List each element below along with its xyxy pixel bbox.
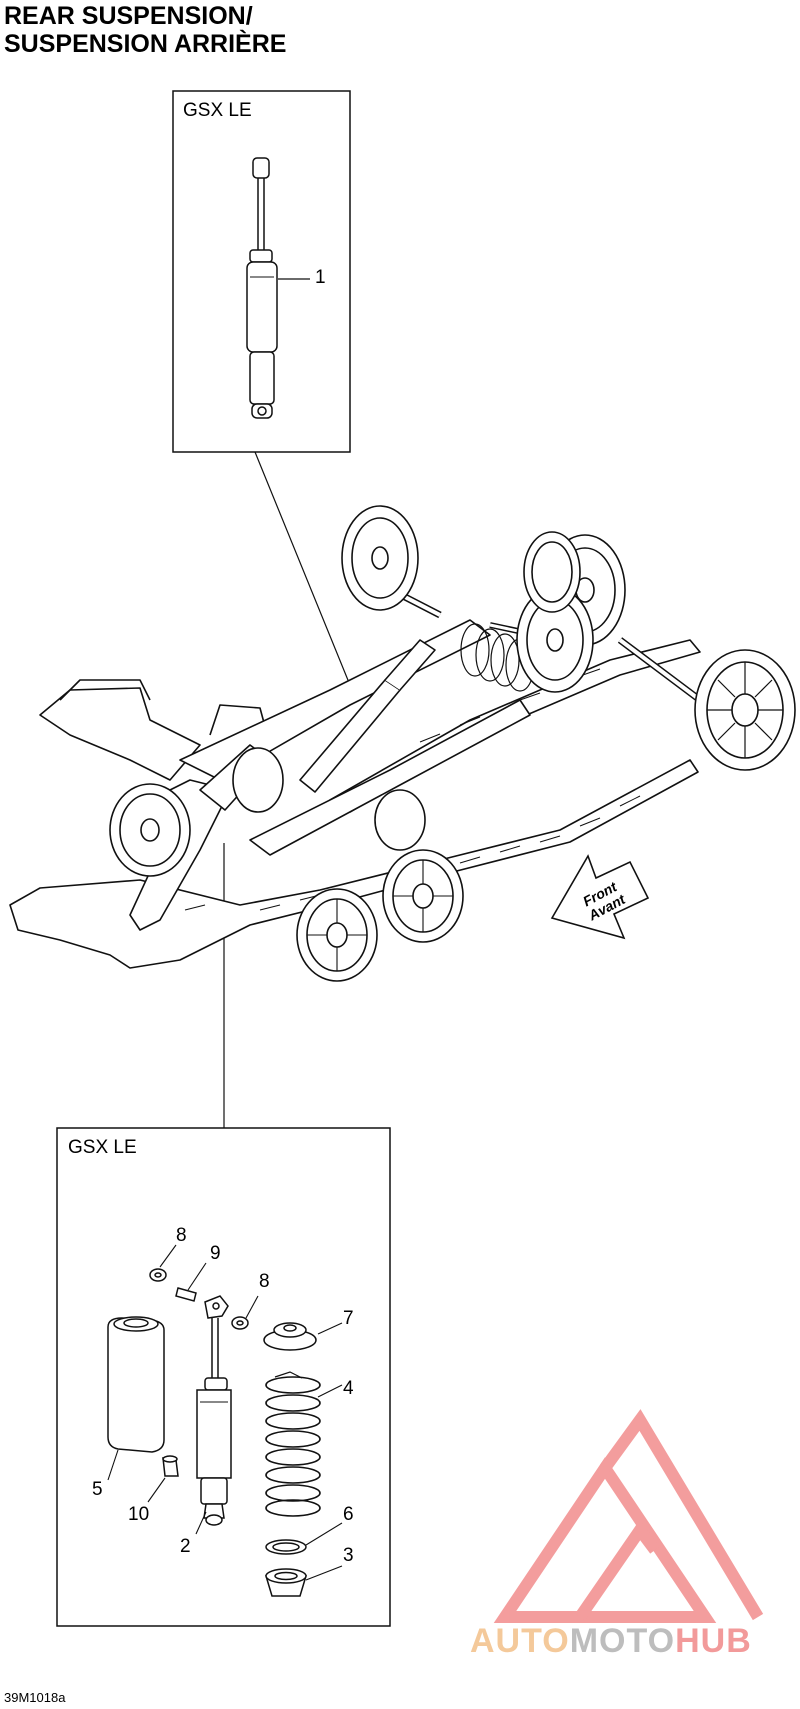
bellow-boot xyxy=(107,1316,165,1453)
wheel-rear-right xyxy=(694,649,796,771)
callout-8-upper: 8 xyxy=(176,1225,187,1246)
callout-5: 5 xyxy=(92,1479,103,1500)
wheel-rear-top xyxy=(341,505,419,611)
washer-6 xyxy=(265,1539,307,1555)
page-title: REAR SUSPENSION/ SUSPENSION ARRIÈRE xyxy=(4,2,286,58)
bottom-detail-box xyxy=(56,1127,391,1627)
bushing-10 xyxy=(162,1455,179,1477)
callout-4: 4 xyxy=(343,1378,354,1399)
top-box-label: GSX LE xyxy=(183,100,252,121)
shock-absorber-top xyxy=(246,157,310,419)
wheel-front-left xyxy=(109,783,191,877)
watermark-part-1: AUTO xyxy=(470,1622,570,1660)
sleeve-9 xyxy=(175,1287,197,1302)
wheel-center-rear xyxy=(523,531,581,613)
top-detail-box xyxy=(172,90,351,453)
title-line-french: SUSPENSION ARRIÈRE xyxy=(4,30,287,58)
bottom-box-label: GSX LE xyxy=(68,1137,137,1158)
coil-spring-4 xyxy=(265,1371,321,1517)
adjuster-nut-3 xyxy=(264,1568,308,1597)
callout-1: 1 xyxy=(315,267,326,288)
callout-10: 10 xyxy=(128,1504,150,1525)
wheel-front-a xyxy=(382,849,464,943)
title-line-english: REAR SUSPENSION/ xyxy=(4,2,253,30)
top-box-leader xyxy=(254,451,353,691)
rear-suspension-assembly xyxy=(9,576,703,969)
callout-6: 6 xyxy=(343,1504,354,1525)
spring-cap-7 xyxy=(263,1322,317,1351)
wheel-rear-left xyxy=(516,587,594,693)
callout-9: 9 xyxy=(210,1243,221,1264)
callout-2: 2 xyxy=(180,1536,191,1557)
shock-absorber-bottom xyxy=(196,1295,232,1526)
wheel-front-b xyxy=(296,888,378,982)
callout-7: 7 xyxy=(343,1308,354,1329)
watermark-logo-icon xyxy=(493,1409,764,1623)
watermark-part-2: MOTO xyxy=(569,1622,676,1660)
idler-wheels xyxy=(109,505,796,982)
callout-3: 3 xyxy=(343,1545,354,1566)
drawing-code: 39M1018a xyxy=(4,1690,66,1705)
callout-leaders xyxy=(107,1244,343,1581)
front-direction-arrow-icon xyxy=(550,854,650,940)
bushing-8-right xyxy=(231,1316,249,1330)
watermark-part-3: HUB xyxy=(675,1622,752,1660)
callout-8-right: 8 xyxy=(259,1271,270,1292)
bushing-8-upper xyxy=(149,1268,167,1282)
wheel-center-front xyxy=(232,747,426,851)
watermark-text: AUTOMOTOHUB xyxy=(470,1622,752,1661)
